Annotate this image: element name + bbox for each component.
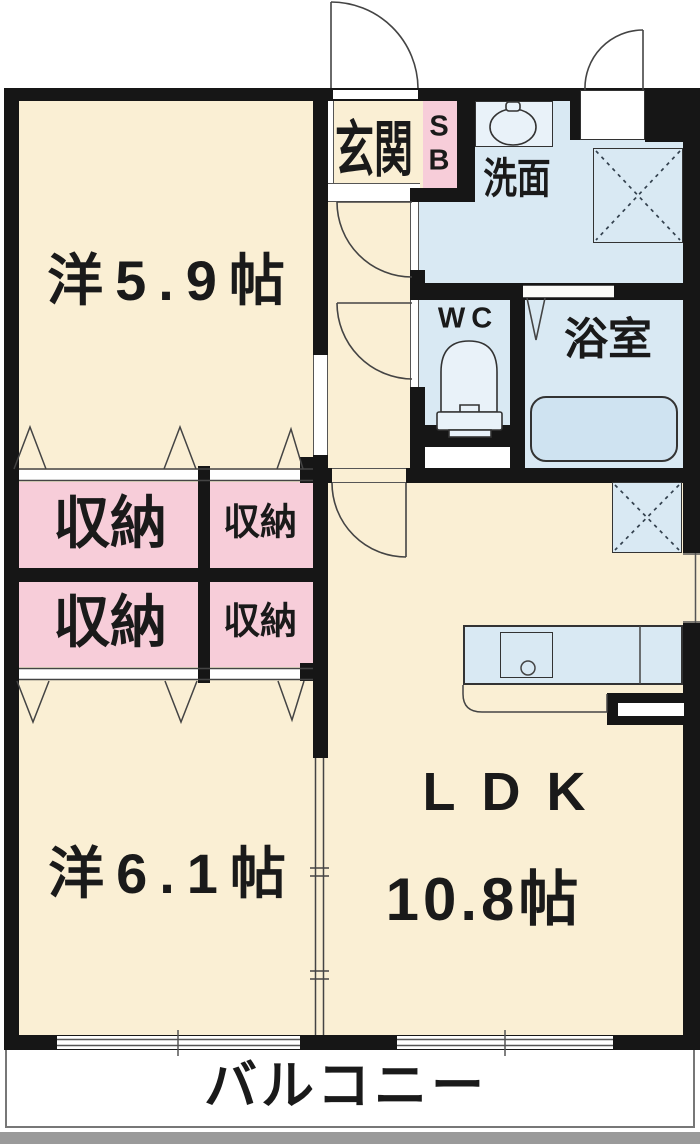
closet-label-2: 収納 [223, 501, 297, 543]
room-label-west61: 洋6.1帖 [48, 842, 298, 905]
closet-label-3: 収納 [53, 590, 167, 655]
wc-door-arc [336, 302, 413, 380]
wall [4, 1028, 18, 1036]
window-glass-lines [57, 553, 700, 1056]
service-door-arc [584, 29, 644, 91]
label-bath: 浴室 [564, 315, 652, 364]
room-label-west59: 洋5.9帖 [47, 249, 297, 312]
closet-door-track [19, 669, 198, 679]
doorway-threshold [410, 202, 419, 270]
wall [683, 1028, 700, 1036]
closet-cell [19, 482, 198, 568]
wall [457, 101, 475, 202]
doorway-threshold [313, 355, 328, 457]
closet-cell [210, 582, 313, 667]
closet-cell [210, 482, 313, 568]
closet-label-1: 収納 [53, 491, 167, 556]
closet-label-4: 収納 [223, 600, 297, 642]
shoe-box [423, 101, 457, 188]
entrance-door-arc [330, 1, 419, 89]
washroom-floor-lower [419, 202, 475, 283]
toilet-icon [436, 340, 503, 438]
ldk-door-arc [331, 482, 407, 558]
bath-doorway [523, 285, 614, 298]
closet-door-track [19, 470, 198, 480]
washer-space-x [595, 150, 681, 241]
label-wc: WC [437, 302, 499, 335]
bath-door-icon [526, 297, 546, 341]
wall [313, 455, 328, 758]
bathtub [530, 396, 678, 462]
kitchen-pass-slot [618, 703, 684, 716]
wall [683, 88, 700, 553]
wall [300, 457, 313, 483]
closet-cell [19, 582, 198, 667]
label-balcony: バルコニー [204, 1056, 488, 1116]
wall [313, 101, 328, 355]
closet-fold-marks-top [13, 424, 304, 470]
ldk-hatch-x [614, 484, 680, 551]
washroom-door-arc [336, 201, 413, 278]
washbasin-icon [489, 101, 537, 146]
closet-fold-marks-bottom [16, 680, 305, 725]
wall [645, 88, 700, 142]
doorway-threshold [410, 300, 419, 387]
wc-alcove [425, 447, 510, 468]
wall [19, 568, 313, 582]
room-label-ldk: LDK [422, 762, 612, 822]
label-senmen: 洗面 [483, 155, 551, 202]
wall [683, 623, 700, 1050]
wall [570, 101, 580, 140]
kitchen-counter [463, 625, 683, 685]
wall [510, 283, 525, 470]
sliding-partition [310, 758, 329, 1035]
closet-track-lines [19, 468, 313, 681]
label-sb-s: S [429, 110, 449, 143]
ldk-hatch-space [612, 482, 682, 553]
closet-door-track [210, 669, 300, 679]
room-label-ldk-size: 10.8帖 [385, 866, 583, 933]
balcony-outer-rail [0, 1132, 700, 1144]
wall [198, 466, 210, 683]
wall [313, 468, 700, 483]
label-genkan: 玄関 [335, 115, 413, 185]
kitchen-front-edge [462, 626, 641, 713]
service-doorway [580, 90, 645, 140]
wall [4, 88, 19, 1050]
label-sb-b: B [428, 144, 450, 177]
genkan-step-side [328, 101, 334, 183]
balcony [5, 1050, 695, 1128]
entrance-doorway [333, 90, 418, 99]
ldk-doorway [332, 468, 406, 483]
wall [410, 283, 510, 300]
closet-door-track [210, 470, 300, 480]
wall [300, 663, 313, 681]
